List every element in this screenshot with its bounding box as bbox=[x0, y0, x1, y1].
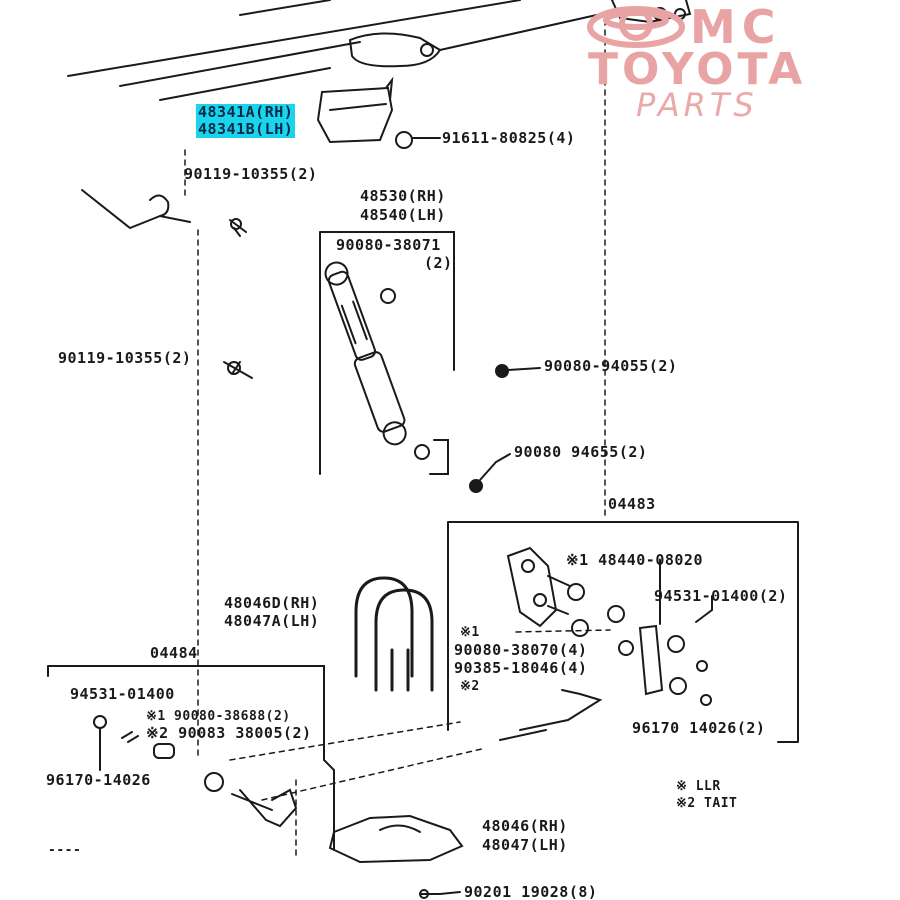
watermark-mc: MC bbox=[690, 0, 782, 54]
note-marker-x2: ※2 bbox=[460, 679, 480, 694]
shackle-bracket bbox=[506, 546, 558, 628]
group-callout-04484[interactable]: 04484 bbox=[150, 644, 198, 662]
shackle-bolt bbox=[231, 789, 273, 821]
part-callout-90080-38071[interactable]: 90080-38071 bbox=[336, 236, 441, 254]
watermark-toyota: TOYOTA bbox=[588, 44, 807, 95]
frame-rail-line bbox=[67, 0, 521, 77]
frame-rail-line bbox=[439, 11, 611, 51]
part-callout-48341b[interactable]: 48341B(LH) bbox=[196, 120, 296, 138]
part-callout-91611[interactable]: 91611-80825(4) bbox=[442, 129, 576, 147]
part-callout-90080-38070[interactable]: 90080-38070(4) bbox=[454, 641, 588, 659]
group-bracket-04483 bbox=[447, 521, 799, 743]
frame-bracket bbox=[348, 32, 442, 68]
shock-upper-bracket bbox=[316, 86, 394, 144]
part-callout-48047a[interactable]: 48047A(LH) bbox=[224, 612, 320, 630]
legend-x1: ※ LLR bbox=[676, 779, 721, 794]
note-marker-x1: ※1 bbox=[460, 625, 480, 640]
part-callout-90119-top[interactable]: 90119-10355(2) bbox=[184, 165, 318, 183]
group-bracket-04484 bbox=[47, 665, 335, 851]
part-callout-96170-left[interactable]: 96170-14026 bbox=[46, 771, 151, 789]
dashed-guide-line bbox=[515, 629, 611, 633]
part-callout-90083[interactable]: ※2 90083 38005(2) bbox=[146, 724, 312, 742]
part-callout-90119-mid[interactable]: 90119-10355(2) bbox=[58, 349, 192, 367]
part-callout-48530[interactable]: 48530(RH) bbox=[360, 187, 446, 205]
part-callout-48046[interactable]: 48046(RH) bbox=[482, 817, 568, 835]
part-callout-48440[interactable]: ※1 48440-08020 bbox=[566, 551, 703, 569]
part-callout-48046d[interactable]: 48046D(RH) bbox=[224, 594, 320, 612]
shock-absorber bbox=[324, 261, 407, 446]
u-bolt bbox=[354, 576, 434, 692]
part-callout-90080-94655[interactable]: 90080 94655(2) bbox=[514, 443, 648, 461]
part-callout-48341a[interactable]: 48341A(RH) bbox=[196, 103, 296, 121]
part-callout-94531-left[interactable]: 94531-01400 bbox=[70, 685, 175, 703]
part-callout-48540[interactable]: 48540(LH) bbox=[360, 206, 446, 224]
part-callout-90080-38071-qty: (2) bbox=[424, 254, 453, 272]
part-callout-90201[interactable]: 90201 19028(8) bbox=[464, 883, 598, 900]
shackle-plate bbox=[638, 624, 664, 696]
frame-rail-line bbox=[159, 67, 331, 101]
shock-group-frame bbox=[319, 231, 455, 475]
frame-rail-line bbox=[239, 0, 331, 16]
watermark-parts: PARTS bbox=[636, 86, 758, 124]
dashed-guide-line bbox=[261, 747, 487, 801]
spring-seat bbox=[328, 814, 464, 864]
part-callout-48047[interactable]: 48047(LH) bbox=[482, 836, 568, 854]
part-callout-90080-38688[interactable]: ※1 90080-38688(2) bbox=[146, 709, 291, 724]
part-callout-90080-94055[interactable]: 90080-94055(2) bbox=[544, 357, 678, 375]
part-callout-94531-right[interactable]: 94531-01400(2) bbox=[654, 587, 788, 605]
toyota-logo-icon bbox=[587, 6, 685, 48]
part-callout-90385[interactable]: 90385-18046(4) bbox=[454, 659, 588, 677]
left-bracket-link bbox=[81, 189, 191, 230]
dashed-guide-line bbox=[229, 721, 461, 761]
part-callout-96170-right[interactable]: 96170 14026(2) bbox=[632, 719, 766, 737]
frame-rail-line bbox=[119, 41, 361, 87]
group-callout-04483[interactable]: 04483 bbox=[608, 495, 656, 513]
legend-x2: ※2 TAIT bbox=[676, 796, 738, 811]
cut-off-dots: ---- bbox=[48, 843, 82, 858]
